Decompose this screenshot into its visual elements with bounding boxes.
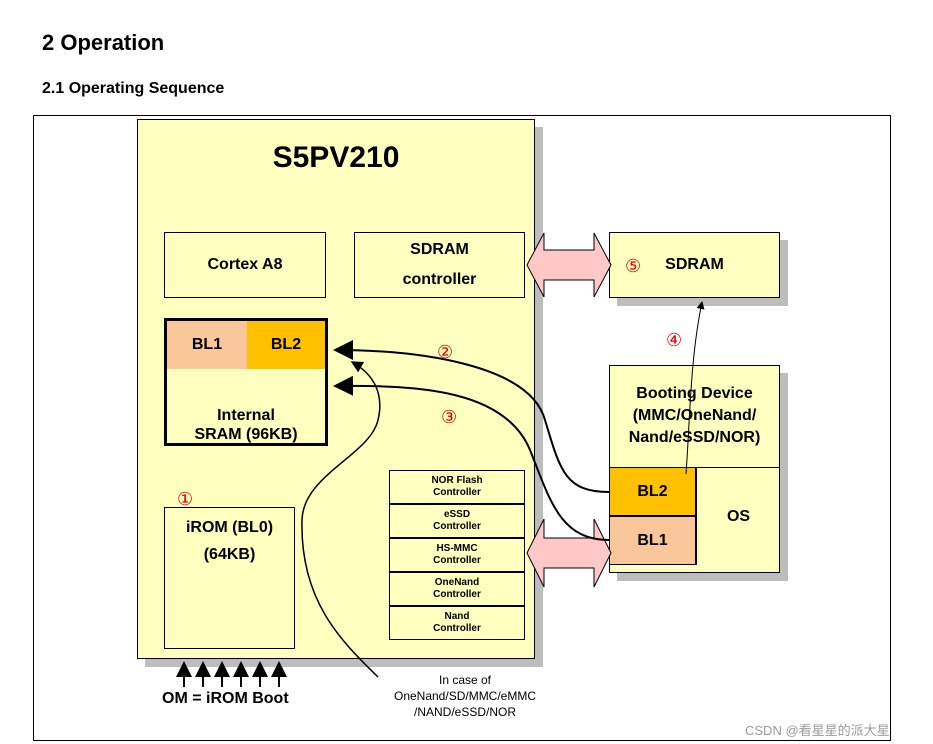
subsection-heading: 2.1 Operating Sequence [42,80,225,97]
booting-device-label-line1: Booting Device [636,385,753,402]
boot-device-os-region: OS [696,467,780,565]
irom-block [164,507,295,649]
diagram-frame [33,115,891,741]
essd-controller-line1: eSSD [443,509,471,520]
nor-flash-controller-line1: NOR Flash [431,475,483,486]
sdram-controller-label-line1: SDRAM [410,241,469,258]
booting-device-label-line3: Nand/eSSD/NOR) [628,429,761,446]
boot-media-note-line3: /NAND/eSSD/NOR [413,705,517,719]
boot-media-note-line1: In case of [438,673,492,687]
sram-bl1-region: BL1 [167,321,247,369]
external-sdram-label: SDRAM [665,256,724,273]
boot-device-bl1-region: BL1 [609,516,696,565]
boot-media-note: In case of OneNand/SD/MMC/eMMC /NAND/eSS… [375,672,555,720]
chip-title: S5PV210 [272,141,400,174]
nand-controller-line2: Controller [433,623,481,634]
booting-device-label: Booting Device (MMC/OneNand/ Nand/eSSD/N… [612,383,777,449]
internal-sram-label-line2: SRAM (96KB) [194,426,298,443]
irom-loader-curve [301,361,381,678]
boot-device-bl2-region: BL2 [609,467,696,516]
boot-media-note-line2: OneNand/SD/MMC/eMMC [393,689,537,703]
os-to-sdram-arrow [685,301,705,475]
section-heading: 2 Operation [42,30,165,55]
sdram-bus-arrow [526,232,612,298]
onenand-controller-line1: OneNand [434,577,480,588]
step-5-marker: ⑤ [625,256,642,276]
watermark-text: CSDN @看星星的派大星 [745,723,890,738]
cortex-a8-label: Cortex A8 [207,256,283,273]
irom-label: iROM (BL0) (64KB) [164,514,295,568]
hs-mmc-controller-line1: HS-MMC [436,543,478,554]
external-sdram-block: SDRAM [609,232,780,298]
hs-mmc-controller-line2: Controller [433,555,481,566]
om-boot-label: OM = iROM Boot [162,690,289,707]
step-3-marker: ③ [441,407,458,427]
sram-bl2-region: BL2 [247,321,325,369]
om-pin-arrows [176,661,287,687]
irom-label-line2: (64KB) [203,546,256,563]
internal-sram-label-line1: Internal [217,407,275,424]
step-1-marker: ① [177,489,194,509]
nand-controller-line1: Nand [444,611,470,622]
sdram-controller-label-line2: controller [402,271,477,288]
cortex-a8-block: Cortex A8 [164,232,326,298]
irom-label-line1: iROM (BL0) [185,519,274,536]
step-4-marker: ④ [666,330,683,350]
storage-bus-arrow [526,518,612,588]
bl2-copy-arrow [333,340,610,493]
onenand-controller-line2: Controller [433,589,481,600]
essd-controller-line2: Controller [433,521,481,532]
sdram-controller-block: SDRAM controller [354,232,525,298]
booting-device-label-line2: (MMC/OneNand/ [632,407,757,424]
bl1-copy-arrow [333,375,610,541]
nor-flash-controller-line2: Controller [433,487,481,498]
internal-sram-label: Internal SRAM (96KB) [167,406,325,444]
step-2-marker: ② [437,342,454,362]
